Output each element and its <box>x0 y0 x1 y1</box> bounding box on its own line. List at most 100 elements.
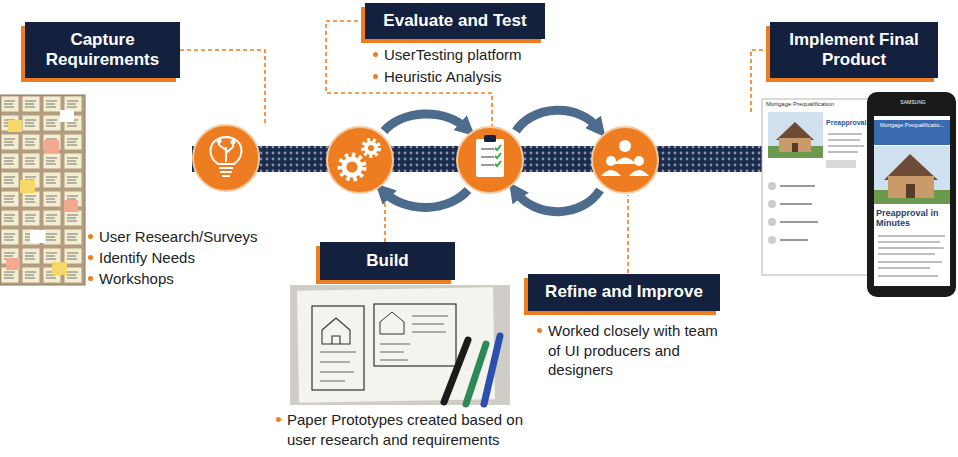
leader-line <box>180 21 770 273</box>
desktop-mockup <box>768 182 776 244</box>
sticky-notes-photo <box>6 258 20 270</box>
gears-icon <box>344 159 360 175</box>
people-icon <box>601 140 649 176</box>
phone-mockup <box>867 92 956 297</box>
bullet-item: User Research/Surveys <box>99 227 274 247</box>
gears-icon <box>340 155 364 179</box>
mockup-text: Preapproval in Minutes <box>876 208 948 229</box>
desktop-mockup <box>768 236 776 244</box>
gears-icon <box>363 140 379 156</box>
bullet-item: Identify Needs <box>99 248 274 268</box>
paper-prototype-photo <box>380 312 404 334</box>
people-icon <box>614 158 636 165</box>
bullet-dot <box>373 52 378 57</box>
sticky-notes-photo <box>0 95 85 285</box>
mockup-text: Mortgage Prequalification <box>766 101 860 108</box>
cycle-arrow <box>384 190 468 207</box>
people-icon <box>629 170 649 176</box>
lightbulb-icon <box>232 141 235 144</box>
stage-heading-box: Capture Requirements <box>25 22 180 78</box>
cycle-arrow <box>384 110 600 211</box>
bullet-item: Paper Prototypes created based on user r… <box>287 410 549 449</box>
sticky-notes-photo <box>44 140 59 153</box>
paper-prototype-photo <box>322 318 350 344</box>
bullet-text: Workshops <box>99 270 174 287</box>
lightbulb-icon <box>210 137 241 164</box>
desktop-mockup <box>768 182 776 190</box>
phone-mockup <box>906 184 915 198</box>
stage-icon-circle <box>193 125 658 193</box>
stage-heading: Evaluate and Test <box>383 11 526 31</box>
mockup-text: SAMSUNG <box>900 99 925 105</box>
clipboard-icon <box>484 135 496 142</box>
stage-heading-box: Implement Final Product <box>770 22 938 78</box>
stage-heading: Build <box>366 251 409 271</box>
bullet-dot <box>88 234 93 239</box>
gears-icon <box>366 143 376 153</box>
bullet-item: Worked closely with team of UI producers… <box>548 321 720 380</box>
desktop-mockup <box>780 186 818 240</box>
leader-line <box>180 50 265 124</box>
paper-prototype-photo <box>444 340 468 402</box>
stage-heading: Refine and Improve <box>545 282 703 302</box>
people-icon <box>601 170 621 176</box>
bullet-text: Heuristic Analysis <box>384 68 502 85</box>
desktop-mockup <box>828 134 864 152</box>
desktop-mockup <box>768 200 776 208</box>
bullet-text: Worked closely with team of UI producers… <box>548 322 718 378</box>
phone-mockup <box>888 176 934 198</box>
desktop-mockup <box>826 160 856 168</box>
sticky-notes-photo <box>30 230 45 243</box>
bullet-text: Paper Prototypes created based on user r… <box>287 411 523 448</box>
mockup-text: Mortgage Prequalificatio... <box>880 122 946 128</box>
stage-icon-circle <box>193 125 259 191</box>
mockup-text: Preapproval in Minutes <box>876 208 939 228</box>
cycle-arrow <box>384 114 466 131</box>
sticky-notes-photo <box>64 200 78 212</box>
desktop-mockup <box>768 112 823 158</box>
clipboard-icon <box>481 149 494 165</box>
people-icon <box>634 156 644 166</box>
stage-icon-circle <box>327 127 393 193</box>
paper-prototype-photo <box>484 336 500 404</box>
mockup-text: Mortgage Prequalification <box>766 101 834 107</box>
stage-icon-circle <box>592 127 658 193</box>
bullet-item: UserTesting platform <box>384 45 559 65</box>
phone-mockup <box>878 236 945 276</box>
people-icon <box>606 156 616 166</box>
desktop-mockup <box>768 218 776 226</box>
cycle-arrow <box>516 190 600 212</box>
paper-prototype-photo <box>374 304 456 366</box>
stage-heading-box: Build <box>320 242 455 280</box>
bullet-dot <box>537 328 542 333</box>
lightbulb-icon <box>219 142 233 162</box>
sticky-notes-photo <box>20 180 35 193</box>
desktop-mockup <box>792 143 798 152</box>
leader-line <box>627 195 629 273</box>
paper-prototype-photo <box>312 306 364 390</box>
sticky-notes-photo <box>0 95 85 285</box>
phone-mockup <box>874 120 950 145</box>
phone-mockup <box>874 116 950 286</box>
clipboard-icon <box>476 135 504 177</box>
clipboard-icon <box>495 145 501 166</box>
paper-prototype-photo <box>290 285 510 405</box>
phone-mockup <box>867 92 956 297</box>
clipboard-icon <box>476 139 504 177</box>
bullet-text: User Research/Surveys <box>99 228 257 245</box>
sticky-notes-photo <box>8 120 22 132</box>
bullet-item: Heuristic Analysis <box>384 67 559 87</box>
paper-prototype-photo <box>297 287 495 402</box>
paper-prototype-photo <box>380 316 448 360</box>
lightbulb-icon <box>218 140 221 143</box>
mockup-text: Preapproval <box>826 119 866 126</box>
gears-icon <box>340 140 379 179</box>
bullet-text: Identify Needs <box>99 249 195 266</box>
cycle-arrow <box>516 110 598 131</box>
sticky-notes-photo <box>0 95 85 285</box>
bullet-item: Workshops <box>99 269 274 289</box>
lightbulb-icon <box>219 168 233 176</box>
leader-line <box>384 195 386 242</box>
bullet-dot <box>88 255 93 260</box>
